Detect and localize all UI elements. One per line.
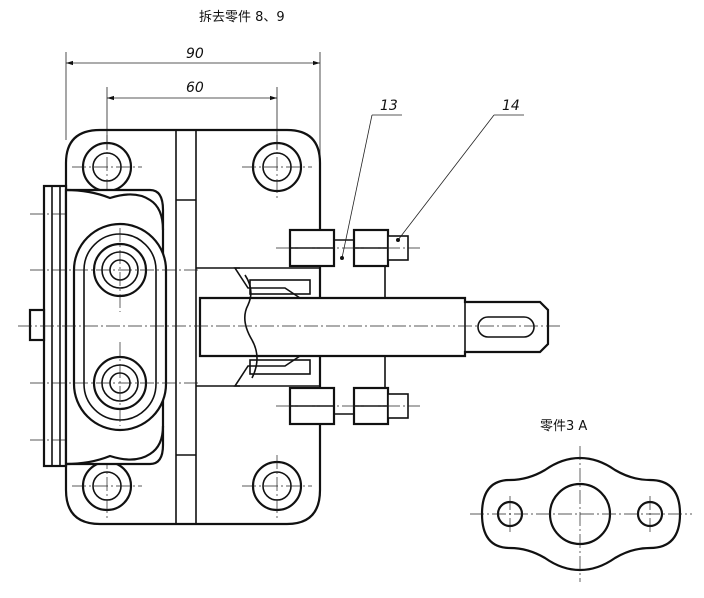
corner-hole-top-right bbox=[242, 135, 312, 200]
stud-bolt-lower bbox=[276, 386, 420, 426]
gear-hub-lower bbox=[30, 342, 200, 426]
balloon-13-label: 13 bbox=[380, 98, 398, 114]
balloon-part-13: 13 bbox=[340, 98, 402, 260]
corner-hole-bottom-left bbox=[72, 455, 142, 520]
view-a-caption: 零件3 A bbox=[540, 419, 587, 434]
dimension-90-label: 90 bbox=[186, 46, 204, 62]
body-plate bbox=[64, 128, 322, 526]
gear-housing bbox=[64, 188, 168, 466]
dimension-60-label: 60 bbox=[186, 80, 204, 96]
gear-hub-upper bbox=[30, 228, 200, 312]
balloon-part-14: 14 bbox=[396, 98, 524, 242]
part3-view-a bbox=[470, 446, 692, 582]
balloon-14-label: 14 bbox=[502, 98, 520, 114]
drive-shaft bbox=[196, 267, 550, 387]
corner-hole-bottom-right bbox=[242, 455, 312, 520]
dimension-hole-spacing: 60 bbox=[106, 80, 278, 150]
top-caption: 拆去零件 8、9 bbox=[199, 10, 285, 25]
stud-bolt-upper bbox=[276, 228, 420, 268]
